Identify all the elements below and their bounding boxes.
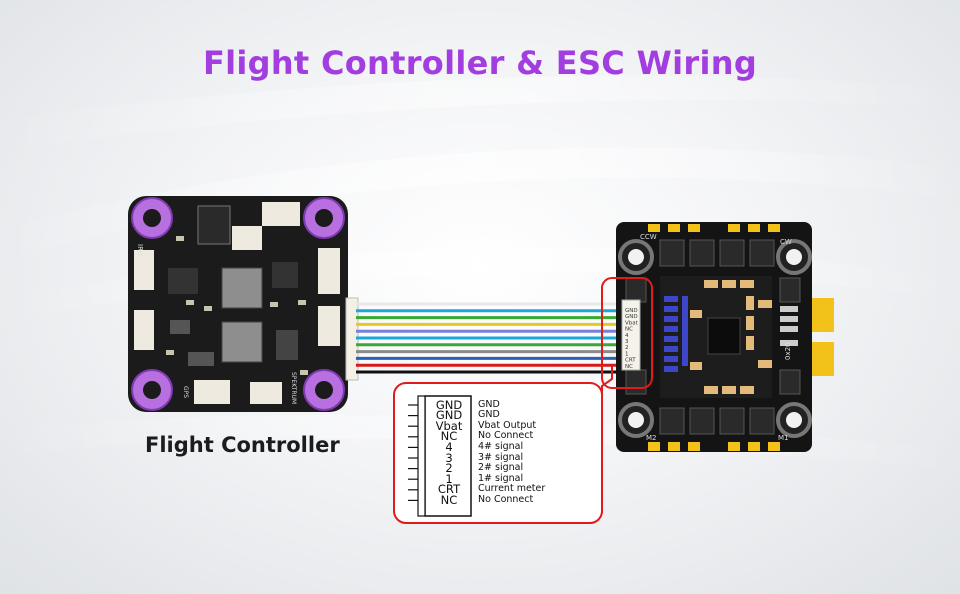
mount-pad [315,209,333,227]
pin-description: 1# signal [478,472,524,484]
esc-connector-label: GND [625,314,638,320]
esc-connector-label: GND [625,308,638,314]
mount-pad [315,381,333,399]
flight-controller-label: Flight Controller [145,433,340,457]
esc-mount-hole [628,412,644,428]
pin-name: NC [440,492,458,507]
esc-label-ccw: CCW [640,233,657,241]
esc-mount-hole [628,249,644,265]
mount-pad [143,381,161,399]
esc-label-model: 0x20 [784,342,792,360]
pin-name: GND [435,408,463,423]
esc-connector-label: NC [625,327,633,333]
fc-label-spektrum: SPEKTRUM [290,372,297,404]
page-title: Flight Controller & ESC Wiring [202,44,758,82]
pin-description: No Connect [478,430,534,442]
pin-description: Vbat Output [478,419,537,431]
pin-description: 2# signal [478,462,524,474]
fc-label-ir0: IR0 [136,244,144,255]
pin-ticks [408,404,418,501]
pin-description: Current meter [478,483,546,495]
pin-description: GND [478,398,500,410]
esc-label-cw: CW [780,238,792,246]
esc-connector-label: Vbat [625,320,639,326]
esc-label-m1: M1 [778,434,789,442]
pin-name: 4 [445,439,453,454]
esc-mount-hole [786,412,802,428]
pin-name: CRT [437,482,461,497]
pin-description: No Connect [478,493,534,505]
esc-label-m2: M2 [646,434,657,442]
pin-name: 2 [445,461,453,476]
pin-description: 3# signal [478,451,524,463]
pin-description: 4# signal [478,440,524,452]
esc-connector-label: 1 [625,351,629,357]
pin-description: GND [478,409,500,421]
pin-name: 3 [445,450,453,465]
flight-controller-board: IR0 GPS SPEKTRUM [128,196,359,412]
esc-connector-label: CRT [625,358,636,364]
esc-mount-hole [786,249,802,265]
esc-connector-label: 3 [625,339,629,345]
mount-pad [143,209,161,227]
pinout-callout-box [393,382,603,524]
esc-connector-label: NC [625,364,633,370]
esc-connector-label: 2 [625,345,629,351]
pin-name: 1 [445,471,453,486]
pin-name: NC [440,429,458,444]
esc-connector-highlight [601,277,653,389]
pin-name: Vbat [435,418,463,433]
pin-name: GND [435,397,463,412]
fc-label-gps: GPS [182,386,189,398]
wire-bundle [356,302,624,374]
esc-connector-label: 4 [625,333,629,339]
